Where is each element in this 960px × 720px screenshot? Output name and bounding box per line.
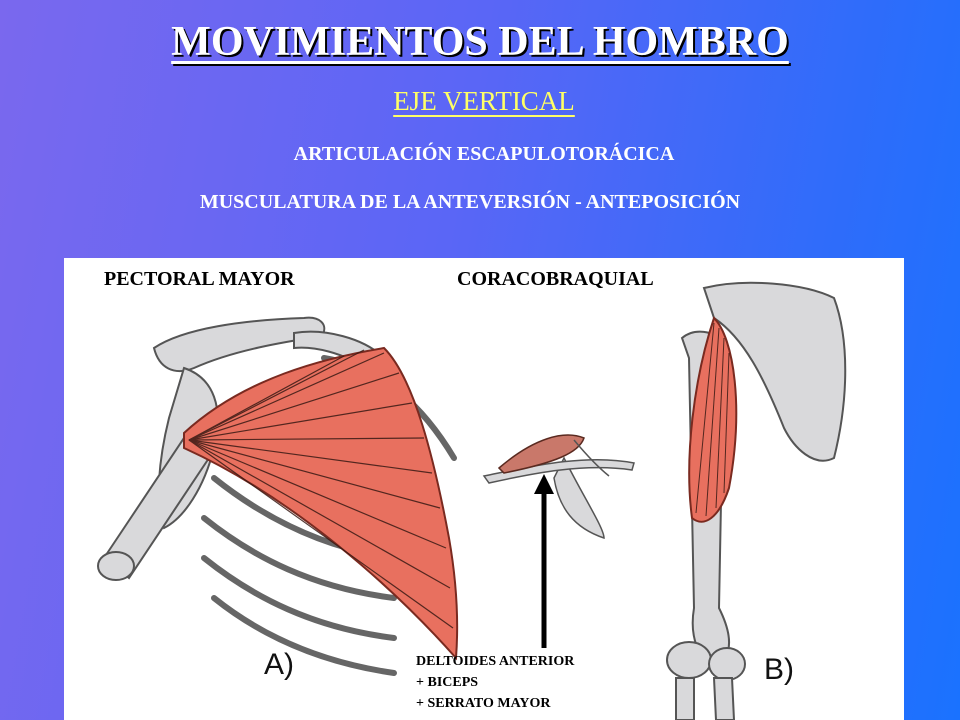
- slide-title: MOVIMIENTOS DEL HOMBRO: [171, 19, 789, 65]
- joint-heading: ARTICULACIÓN ESCAPULOTORÁCICA: [293, 143, 675, 165]
- note-line: + SERRATO MAYOR: [416, 696, 551, 711]
- deltoid-inset: [464, 408, 646, 544]
- anatomy-illustration: [97, 281, 847, 720]
- note-line: + BICEPS: [416, 675, 479, 690]
- slide-subtitle: EJE VERTICAL: [393, 86, 575, 116]
- label-coracobraquial: CORACOBRAQUIAL: [457, 268, 654, 290]
- label-pectoral-mayor: PECTORAL MAYOR: [104, 268, 295, 290]
- musculature-heading: MUSCULATURA DE LA ANTEVERSIÓN - ANTEPOSI…: [199, 191, 741, 213]
- anatomy-figure-panel: PECTORAL MAYOR CORACOBRAQUIAL A) B) DELT…: [64, 258, 904, 720]
- label-figure-a: A): [264, 648, 294, 681]
- pectoral-mayor-muscle: [183, 346, 459, 661]
- arrow-up: [534, 474, 554, 648]
- label-figure-b: B): [764, 653, 794, 686]
- muscle-note: DELTOIDES ANTERIOR + BICEPS + SERRATO MA…: [416, 651, 574, 714]
- note-line: DELTOIDES ANTERIOR: [416, 654, 575, 669]
- coracobraquial-muscle: [688, 316, 738, 523]
